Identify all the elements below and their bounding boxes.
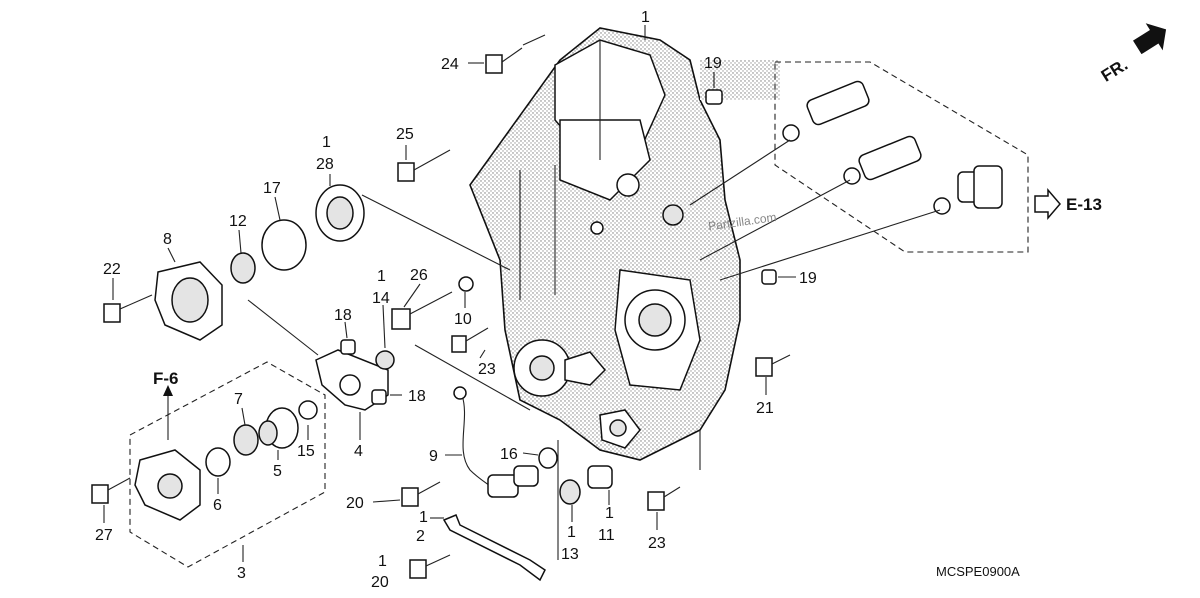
callout-19-right: 19 (799, 270, 817, 287)
bolt-27 (91, 477, 131, 504)
bolt-20-mid (401, 481, 441, 507)
o-ring-upper (782, 124, 800, 142)
bolt-21 (755, 354, 791, 377)
e13-arrow-icon (1034, 187, 1061, 221)
cover-gasket-seat (564, 351, 607, 386)
callout-8: 8 (163, 231, 172, 248)
callout-1-bracket: 1 (419, 509, 428, 526)
bolt-25 (397, 149, 451, 182)
dowel-19-right (761, 269, 777, 285)
dowel-18-mid (371, 389, 387, 405)
callout-21: 21 (756, 400, 774, 417)
callout-15: 15 (297, 443, 315, 460)
dowel-18-top (340, 339, 356, 355)
pipe-upper (806, 80, 870, 126)
nut-13 (559, 479, 581, 505)
callout-1-washer: 1 (377, 268, 386, 285)
callout-27: 27 (95, 527, 113, 544)
pipe-lower (858, 135, 922, 181)
callout-6: 6 (213, 497, 222, 514)
callout-25: 25 (396, 126, 414, 143)
cover-body (469, 27, 780, 461)
bolt-23-bottom (647, 486, 681, 511)
bolt-23-mid (451, 327, 489, 353)
e13-group-outline (774, 61, 1029, 253)
cover-pump-hole (638, 303, 672, 337)
o-ring-lower (843, 167, 861, 185)
callout-20-mid: 20 (346, 495, 364, 512)
o-ring-switch (933, 197, 951, 215)
callout-23-mid: 23 (478, 361, 496, 378)
bolt-20-bottom (409, 554, 451, 579)
callout-12: 12 (229, 213, 247, 230)
bolt-24 (485, 47, 523, 74)
f6-arrow-icon (163, 385, 173, 396)
bracket-2 (442, 514, 546, 582)
water-pump-group-outline (129, 361, 326, 568)
cover-dowel-hole (590, 221, 604, 235)
oil-seal-12 (230, 252, 256, 284)
collar-11 (587, 465, 613, 489)
oil-pressure-switch (957, 165, 1003, 209)
washer-10 (458, 276, 474, 292)
ref-f6-label: F-6 (153, 369, 179, 388)
callout-11: 11 (598, 527, 615, 544)
drawing-code: MCSPE0900A (936, 564, 1020, 579)
callout-3: 3 (237, 565, 246, 582)
callout-1-collar: 1 (605, 505, 614, 522)
callout-28: 28 (316, 156, 334, 173)
callout-17: 17 (263, 180, 281, 197)
callout-7: 7 (234, 391, 243, 408)
callout-1-nut: 1 (567, 524, 576, 541)
seal-7 (233, 424, 259, 456)
callout-14: 14 (372, 290, 390, 307)
callout-24: 24 (441, 56, 459, 73)
pump-housing-3 (134, 449, 201, 521)
callout-5: 5 (273, 463, 282, 480)
cover-small-boss (662, 204, 684, 226)
callout-20-bottom: 20 (371, 574, 389, 591)
bolt-26 (391, 291, 453, 330)
callout-4: 4 (354, 443, 363, 460)
callout-1-bolt20: 1 (378, 553, 387, 570)
callout-1-bearing: 1 (322, 134, 331, 151)
sensor-9 (453, 386, 539, 498)
cover-lower-hole (609, 419, 627, 437)
cover-bearing-hole (529, 355, 555, 381)
callout-23-bottom: 23 (648, 535, 666, 552)
bearing-holder-8 (154, 261, 223, 341)
spring-6 (205, 447, 231, 477)
callout-1-cover: 1 (641, 9, 650, 26)
callout-16: 16 (500, 446, 518, 463)
front-direction-label: FR. (1098, 55, 1131, 86)
dowel-19-top (705, 89, 723, 105)
callout-13: 13 (561, 546, 579, 563)
impeller-5 (258, 407, 299, 449)
callout-10: 10 (454, 311, 472, 328)
callout-22: 22 (103, 261, 121, 278)
front-direction-arrow-icon (1133, 23, 1167, 55)
callout-18-mid: 18 (408, 388, 426, 405)
callout-2: 2 (416, 528, 425, 545)
callout-9: 9 (429, 448, 438, 465)
washer-14 (375, 350, 395, 370)
callout-26: 26 (410, 267, 428, 284)
ref-e13-label: E-13 (1066, 195, 1102, 214)
callout-18-top: 18 (334, 307, 352, 324)
bolt-22 (103, 294, 153, 323)
cover-upper-boss (616, 173, 640, 197)
o-ring-17 (261, 219, 307, 271)
bearing-28 (315, 184, 365, 242)
callout-19-top: 19 (704, 55, 722, 72)
washer-15 (298, 400, 318, 420)
o-ring-16 (538, 447, 558, 469)
